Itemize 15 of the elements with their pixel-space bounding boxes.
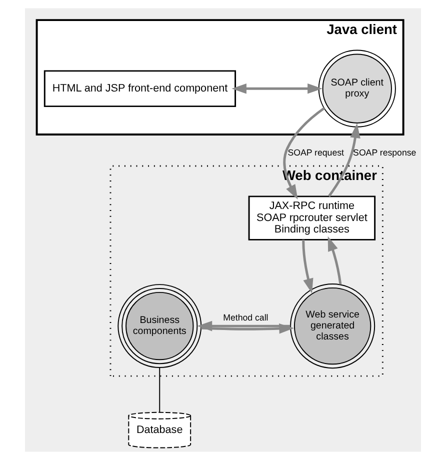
edge-label: Method call [222, 312, 268, 322]
node-box: JAX-RPC runtime SOAP rpcrouter servlet Binding classes [248, 196, 376, 240]
node-circle: Web service generated classes [290, 284, 375, 369]
connector [158, 367, 160, 413]
arrow [327, 123, 360, 197]
arrow [231, 83, 322, 94]
node-box: HTML and JSP front-end component [43, 70, 236, 108]
edge-label: SOAP request [287, 147, 344, 158]
node-circle: Business components [117, 284, 202, 368]
node-circle: SOAP client proxy [318, 50, 396, 128]
arrow [282, 107, 325, 200]
arrow [327, 236, 342, 284]
arrow [302, 240, 313, 294]
arrow [200, 323, 294, 334]
edge-label: SOAP response [352, 147, 416, 158]
